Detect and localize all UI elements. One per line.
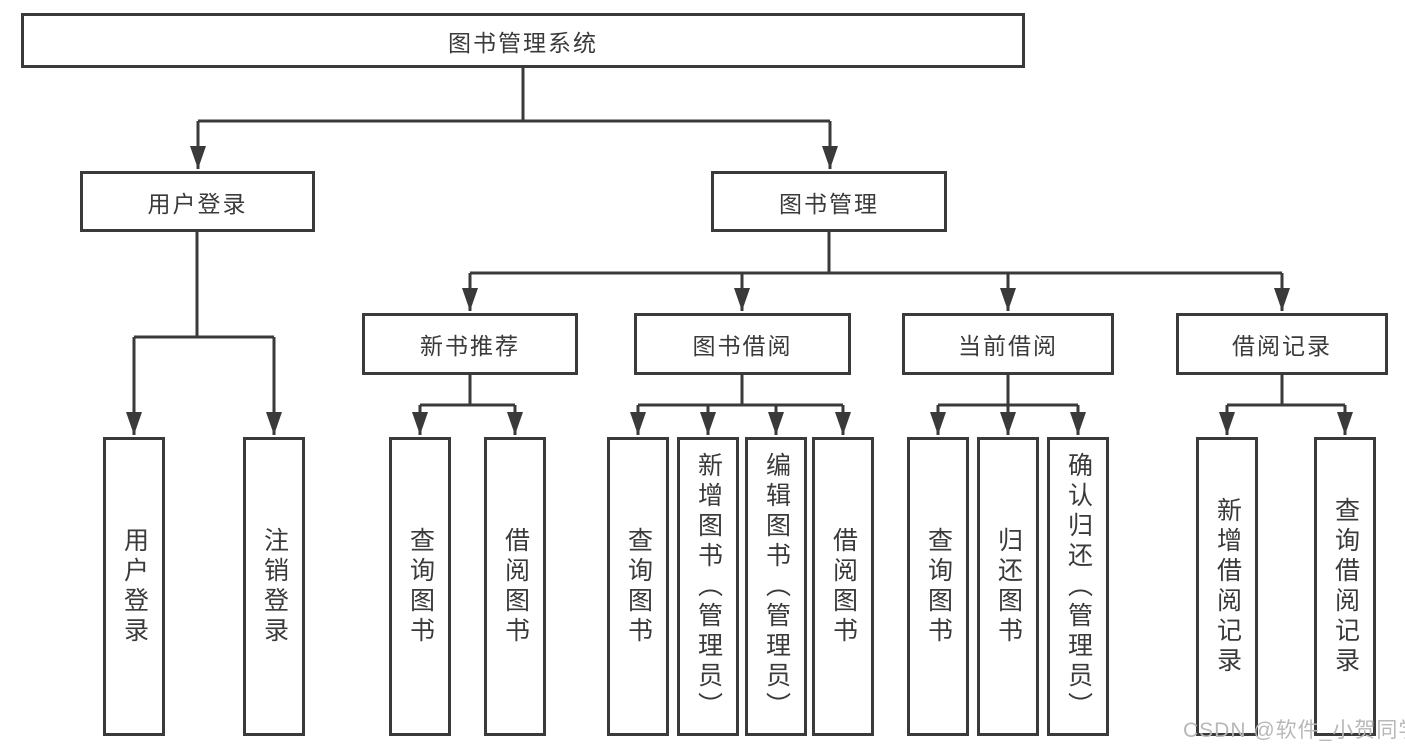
node-leaf-query-borrow-record: 查询借阅记录 — [1314, 437, 1376, 736]
node-leaf-user-login: 用户登录 — [103, 437, 165, 736]
node-label: 图书管理系统 — [448, 29, 598, 56]
node-label: 归还图书 — [994, 526, 1023, 647]
node-label: 借阅记录 — [1232, 333, 1332, 359]
branch-new-book-recommend — [412, 375, 523, 435]
branch-book-borrowing — [630, 375, 851, 435]
node-book-management: 图书管理 — [711, 171, 947, 232]
node-label: 借阅图书 — [501, 526, 530, 647]
node-label: 用户登录 — [147, 190, 248, 217]
node-label: 查询借阅记录 — [1331, 496, 1360, 677]
node-label: 注销登录 — [260, 526, 289, 647]
node-label: 当前借阅 — [958, 333, 1058, 359]
node-leaf-add-books-admin: 新增图书（管理员） — [677, 437, 739, 736]
branch-borrowing-records — [1219, 375, 1353, 435]
node-borrowing-records: 借阅记录 — [1176, 313, 1388, 375]
node-label: 查询图书 — [924, 526, 953, 647]
node-leaf-logout: 注销登录 — [243, 437, 305, 736]
node-new-book-recommend: 新书推荐 — [362, 313, 578, 375]
node-label: 查询图书 — [406, 526, 435, 647]
node-book-borrowing: 图书借阅 — [634, 313, 851, 375]
node-label: 确认归还（管理员） — [1064, 451, 1093, 722]
branch-user-login — [126, 232, 282, 435]
node-current-borrowing: 当前借阅 — [902, 313, 1114, 375]
branch-book-management — [462, 232, 1290, 311]
node-leaf-query-books-2: 查询图书 — [607, 437, 669, 736]
node-user-login: 用户登录 — [80, 171, 315, 232]
branch-root — [190, 68, 838, 169]
node-label: 编辑图书（管理员） — [762, 451, 791, 722]
node-leaf-borrow-books-1: 借阅图书 — [484, 437, 546, 736]
node-leaf-return-books: 归还图书 — [977, 437, 1039, 736]
node-label: 图书管理 — [779, 190, 879, 217]
branch-current-borrowing — [930, 375, 1086, 435]
node-leaf-edit-books-admin: 编辑图书（管理员） — [745, 437, 807, 736]
node-label: 用户登录 — [120, 526, 149, 647]
node-label: 图书借阅 — [692, 333, 793, 359]
node-leaf-borrow-books-2: 借阅图书 — [812, 437, 874, 736]
node-leaf-query-books-1: 查询图书 — [389, 437, 451, 736]
node-leaf-confirm-return-admin: 确认归还（管理员） — [1047, 437, 1109, 736]
node-label: 借阅图书 — [829, 526, 858, 647]
node-leaf-query-books-3: 查询图书 — [907, 437, 969, 736]
node-label: 新增借阅记录 — [1213, 496, 1242, 677]
node-library-management-system: 图书管理系统 — [21, 13, 1025, 68]
node-label: 新增图书（管理员） — [694, 451, 723, 722]
node-label: 查询图书 — [624, 526, 653, 647]
watermark-text: CSDN @软件_小贺同学 — [1183, 719, 1405, 742]
node-label: 新书推荐 — [420, 333, 520, 359]
node-leaf-add-borrow-record: 新增借阅记录 — [1196, 437, 1258, 736]
